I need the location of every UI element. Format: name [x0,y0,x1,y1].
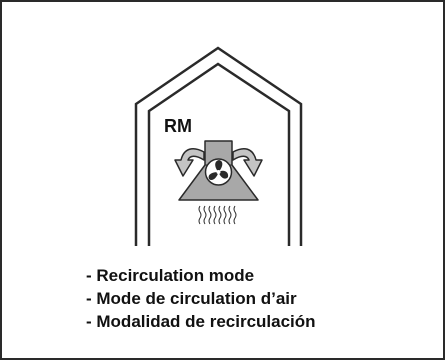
caption-french: - Mode de circulation d’air [86,289,297,308]
house-icon [134,46,303,246]
airflow-arrow-icon [174,147,205,177]
caption-english: - Recirculation mode [86,266,255,285]
fan-icon [204,158,233,186]
heat-waves-icon [198,205,237,225]
caption-spanish: - Modalidad de recirculación [86,312,316,331]
airflow-arrow-icon [232,147,263,177]
caption-list: - Recirculation mode - Mode de circulati… [86,264,316,333]
mode-label: RM [164,116,192,136]
